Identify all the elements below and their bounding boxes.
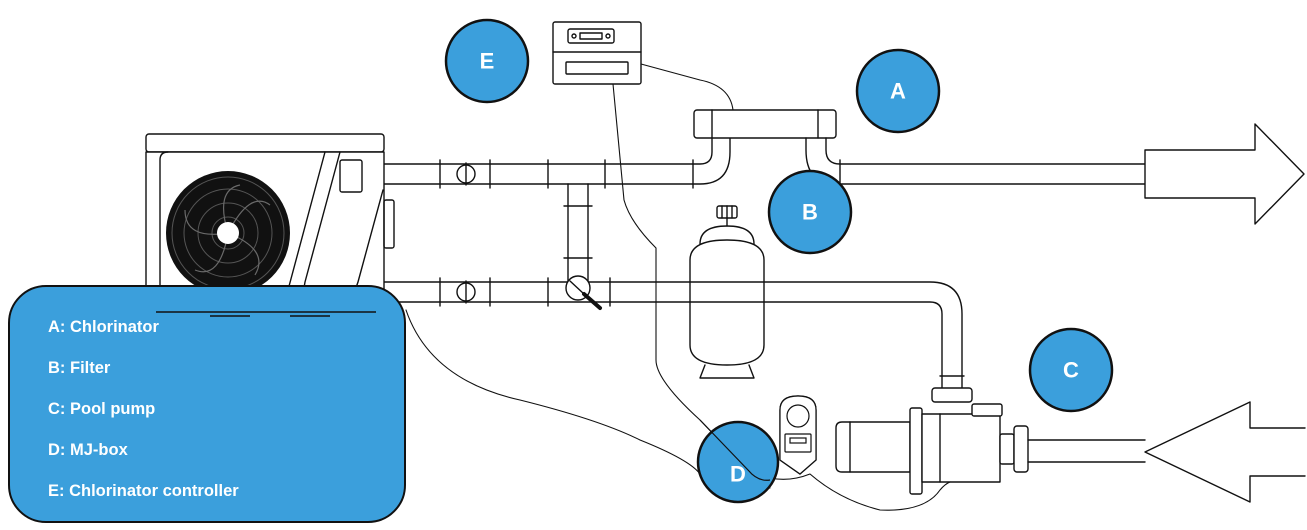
legend-item-filter: B: Filter: [48, 359, 111, 377]
legend-list: A: Chlorinator B: Filter C: Pool pump D:…: [48, 317, 239, 522]
legend-item-chlorinator-controller: E: Chlorinator controller: [48, 482, 239, 500]
fan-icon: [166, 171, 290, 295]
svg-text:D: D: [730, 462, 746, 487]
legend-item-mj-box: D: MJ-box: [48, 441, 128, 459]
legend-item-chlorinator: A: Chlorinator: [48, 318, 159, 336]
svg-text:A: A: [890, 79, 906, 104]
badge-c: C: [1028, 327, 1114, 413]
valve-icon: [565, 275, 602, 310]
badge-d: D: [696, 420, 780, 504]
filter-tank-icon: [689, 205, 765, 379]
badge-a: A: [855, 48, 941, 134]
flow-arrow-icon: [1144, 123, 1305, 225]
controller-box-icon: [552, 21, 642, 85]
svg-text:E: E: [480, 49, 495, 74]
badge-b: B: [767, 169, 853, 255]
legend-box: A: Chlorinator B: Filter C: Pool pump D:…: [8, 285, 406, 523]
svg-text:C: C: [1063, 358, 1079, 383]
upper-pipe: [382, 137, 731, 189]
mj-box-overlay: [699, 395, 817, 481]
svg-text:B: B: [802, 200, 818, 225]
badge-e: E: [444, 18, 530, 104]
bypass-pipe: [563, 183, 593, 283]
pump-motor-icon: [835, 387, 1146, 495]
flow-arrow-icon: [1144, 401, 1306, 503]
lower-pipe: [382, 277, 965, 389]
legend-item-pool-pump: C: Pool pump: [48, 400, 156, 418]
